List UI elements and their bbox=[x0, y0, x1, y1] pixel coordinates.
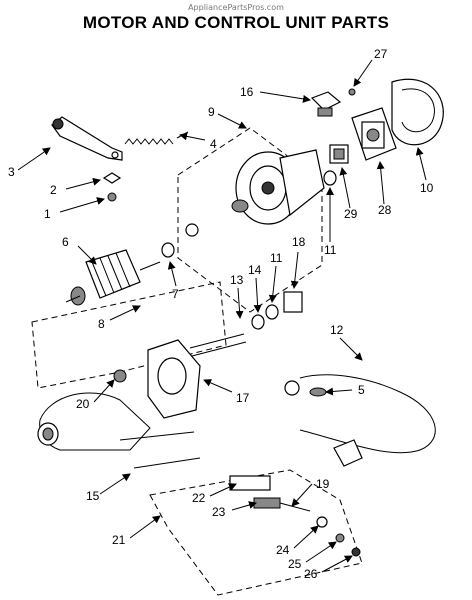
callout-labels: 1 2 3 4 5 6 7 8 9 10 11 11 12 13 14 15 1… bbox=[8, 47, 434, 581]
part-body-casing bbox=[37, 392, 151, 451]
callout-9: 9 bbox=[208, 105, 215, 119]
callout-2: 2 bbox=[50, 183, 57, 197]
part-thrust-washer bbox=[161, 242, 175, 258]
part-strain-relief bbox=[309, 387, 327, 397]
callout-12: 12 bbox=[330, 323, 344, 337]
part-control-board bbox=[229, 475, 361, 557]
part-control-plate bbox=[351, 107, 397, 161]
callout-16: 16 bbox=[240, 85, 254, 99]
part-brush-holder bbox=[310, 91, 342, 117]
callout-4: 4 bbox=[210, 137, 217, 151]
part-washer-lower bbox=[265, 304, 279, 320]
part-motor-housing bbox=[185, 149, 325, 237]
callout-26: 26 bbox=[304, 567, 318, 581]
part-rod bbox=[119, 431, 201, 469]
callout-3: 3 bbox=[8, 165, 15, 179]
part-armature bbox=[65, 249, 161, 306]
callout-15: 15 bbox=[86, 489, 100, 503]
callout-11-upper: 11 bbox=[324, 243, 337, 257]
part-screw bbox=[107, 192, 117, 202]
part-bushing bbox=[113, 369, 127, 383]
callout-25: 25 bbox=[288, 557, 302, 571]
callout-1: 1 bbox=[44, 207, 51, 221]
callout-7: 7 bbox=[172, 287, 179, 301]
part-clip bbox=[102, 172, 122, 184]
callout-21: 21 bbox=[112, 533, 126, 547]
callout-17: 17 bbox=[236, 391, 250, 405]
callout-6: 6 bbox=[62, 235, 69, 249]
part-gasket bbox=[391, 78, 444, 146]
leader-lines bbox=[17, 59, 427, 573]
callout-14: 14 bbox=[248, 263, 262, 277]
callout-18: 18 bbox=[292, 235, 306, 249]
callout-28: 28 bbox=[378, 203, 392, 217]
callout-22: 22 bbox=[192, 491, 206, 505]
page-title: MOTOR AND CONTROL UNIT PARTS bbox=[82, 13, 390, 32]
control-unit-dashed-box bbox=[149, 469, 363, 596]
part-bearing-set bbox=[251, 291, 303, 330]
callout-20: 20 bbox=[76, 397, 90, 411]
callout-27: 27 bbox=[374, 47, 388, 61]
callout-29: 29 bbox=[344, 207, 358, 221]
callout-13: 13 bbox=[230, 273, 244, 287]
part-washer-upper bbox=[323, 170, 337, 186]
callout-24: 24 bbox=[276, 543, 290, 557]
part-field-coil bbox=[147, 333, 247, 419]
part-switch bbox=[329, 144, 349, 164]
part-lever bbox=[51, 116, 123, 161]
watermark: AppliancePartsPros.com bbox=[188, 3, 284, 12]
callout-23: 23 bbox=[212, 505, 226, 519]
callout-5: 5 bbox=[358, 383, 365, 397]
part-power-cord bbox=[284, 374, 436, 467]
part-small-screw bbox=[348, 88, 356, 96]
callout-10: 10 bbox=[420, 181, 434, 195]
part-spring bbox=[124, 131, 189, 145]
callout-8: 8 bbox=[98, 317, 105, 331]
callout-11-lower: 11 bbox=[270, 251, 283, 265]
motor-housing-dashed-box bbox=[177, 127, 323, 313]
callout-19: 19 bbox=[316, 477, 330, 491]
